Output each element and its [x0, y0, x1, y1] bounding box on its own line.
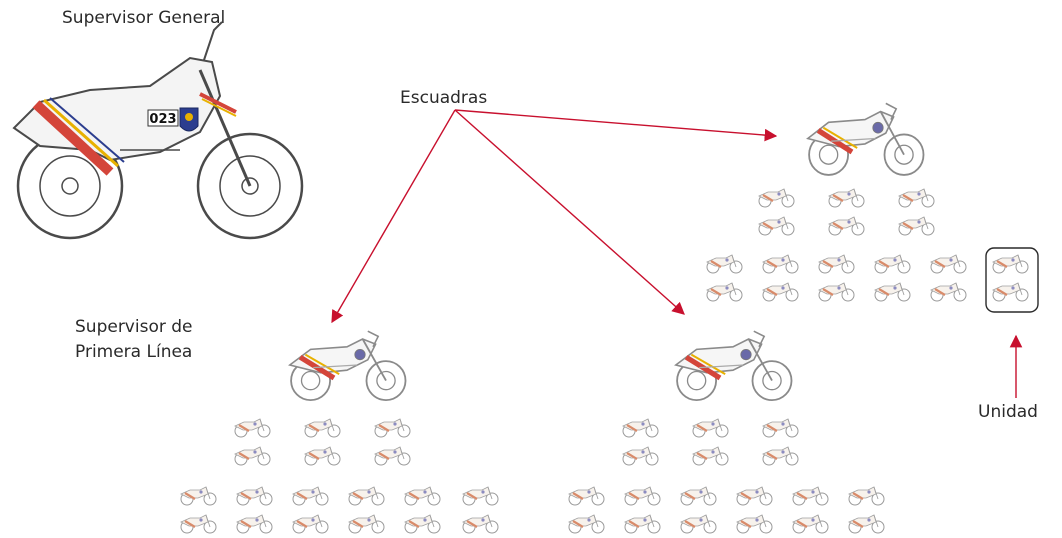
unit-icon — [347, 513, 386, 535]
arrow-to-squad-right — [454, 109, 778, 142]
unit-icon — [817, 253, 856, 275]
unit-icon — [179, 513, 218, 535]
unit-icon — [929, 281, 968, 303]
supervisor-primera-linea-label: Supervisor de Primera Línea — [75, 315, 193, 365]
unit-icon — [761, 253, 800, 275]
unit-icon — [817, 281, 856, 303]
unit-icon — [929, 253, 968, 275]
escuadras-arrows — [331, 109, 1023, 398]
unit-icon — [567, 513, 606, 535]
unit-icon — [791, 513, 830, 535]
unit-icon — [233, 445, 272, 467]
unit-icon — [567, 485, 606, 507]
squad-middle-units — [567, 417, 886, 535]
unit-icon — [991, 253, 1030, 275]
unit-icon — [291, 513, 330, 535]
unit-icon — [403, 485, 442, 507]
unit-icon — [233, 417, 272, 439]
unit-icon — [827, 187, 866, 209]
squad-right-supervisor-motorcycle — [808, 103, 924, 175]
supervisor-label-line-2: Primera Línea — [75, 342, 193, 362]
supervisor-label-line-1: Supervisor de — [75, 317, 193, 337]
unit-icon — [757, 215, 796, 237]
unit-icon — [347, 485, 386, 507]
arrow-to-squad-middle — [454, 109, 685, 315]
unit-icon — [403, 513, 442, 535]
unit-icon — [735, 513, 774, 535]
squad-right-units — [705, 187, 1030, 303]
unit-icon — [291, 485, 330, 507]
unit-icon — [235, 513, 274, 535]
unit-icon — [761, 281, 800, 303]
unit-icon — [761, 417, 800, 439]
unit-icon — [679, 513, 718, 535]
big-motorcycle: 023 — [12, 21, 304, 240]
unit-icon — [461, 513, 500, 535]
unit-icon — [847, 513, 886, 535]
supervisor-general-label: Supervisor General — [62, 8, 226, 28]
unit-icon — [621, 417, 660, 439]
unit-icon — [873, 281, 912, 303]
unit-icon — [791, 485, 830, 507]
unit-icon — [897, 215, 936, 237]
escuadras-label: Escuadras — [400, 88, 488, 108]
unit-icon — [873, 253, 912, 275]
unit-icon — [623, 513, 662, 535]
squad-middle-supervisor-motorcycle — [676, 331, 792, 400]
unit-icon — [235, 485, 274, 507]
unit-icon — [761, 445, 800, 467]
unit-icon — [623, 485, 662, 507]
unit-icon — [847, 485, 886, 507]
unit-icon — [705, 281, 744, 303]
unit-icon — [735, 485, 774, 507]
unit-icon — [303, 417, 342, 439]
unit-icon — [691, 417, 730, 439]
unit-icon — [461, 485, 500, 507]
arrow-to-squad-left — [331, 109, 456, 324]
unit-icon — [705, 253, 744, 275]
unit-icon — [691, 445, 730, 467]
unit-icon — [373, 417, 412, 439]
unit-icon — [179, 485, 218, 507]
unidad-highlight-box — [985, 247, 1039, 313]
unit-icon — [827, 215, 866, 237]
unit-icon — [991, 281, 1030, 303]
unit-icon — [897, 187, 936, 209]
unidad-label: Unidad — [978, 402, 1038, 422]
squad-left-supervisor-motorcycle — [290, 331, 406, 400]
unit-icon — [303, 445, 342, 467]
squad-left-units — [179, 417, 500, 535]
unit-icon — [621, 445, 660, 467]
unit-icon — [679, 485, 718, 507]
unit-icon — [373, 445, 412, 467]
plate-number: 023 — [149, 112, 176, 127]
unit-icon — [757, 187, 796, 209]
